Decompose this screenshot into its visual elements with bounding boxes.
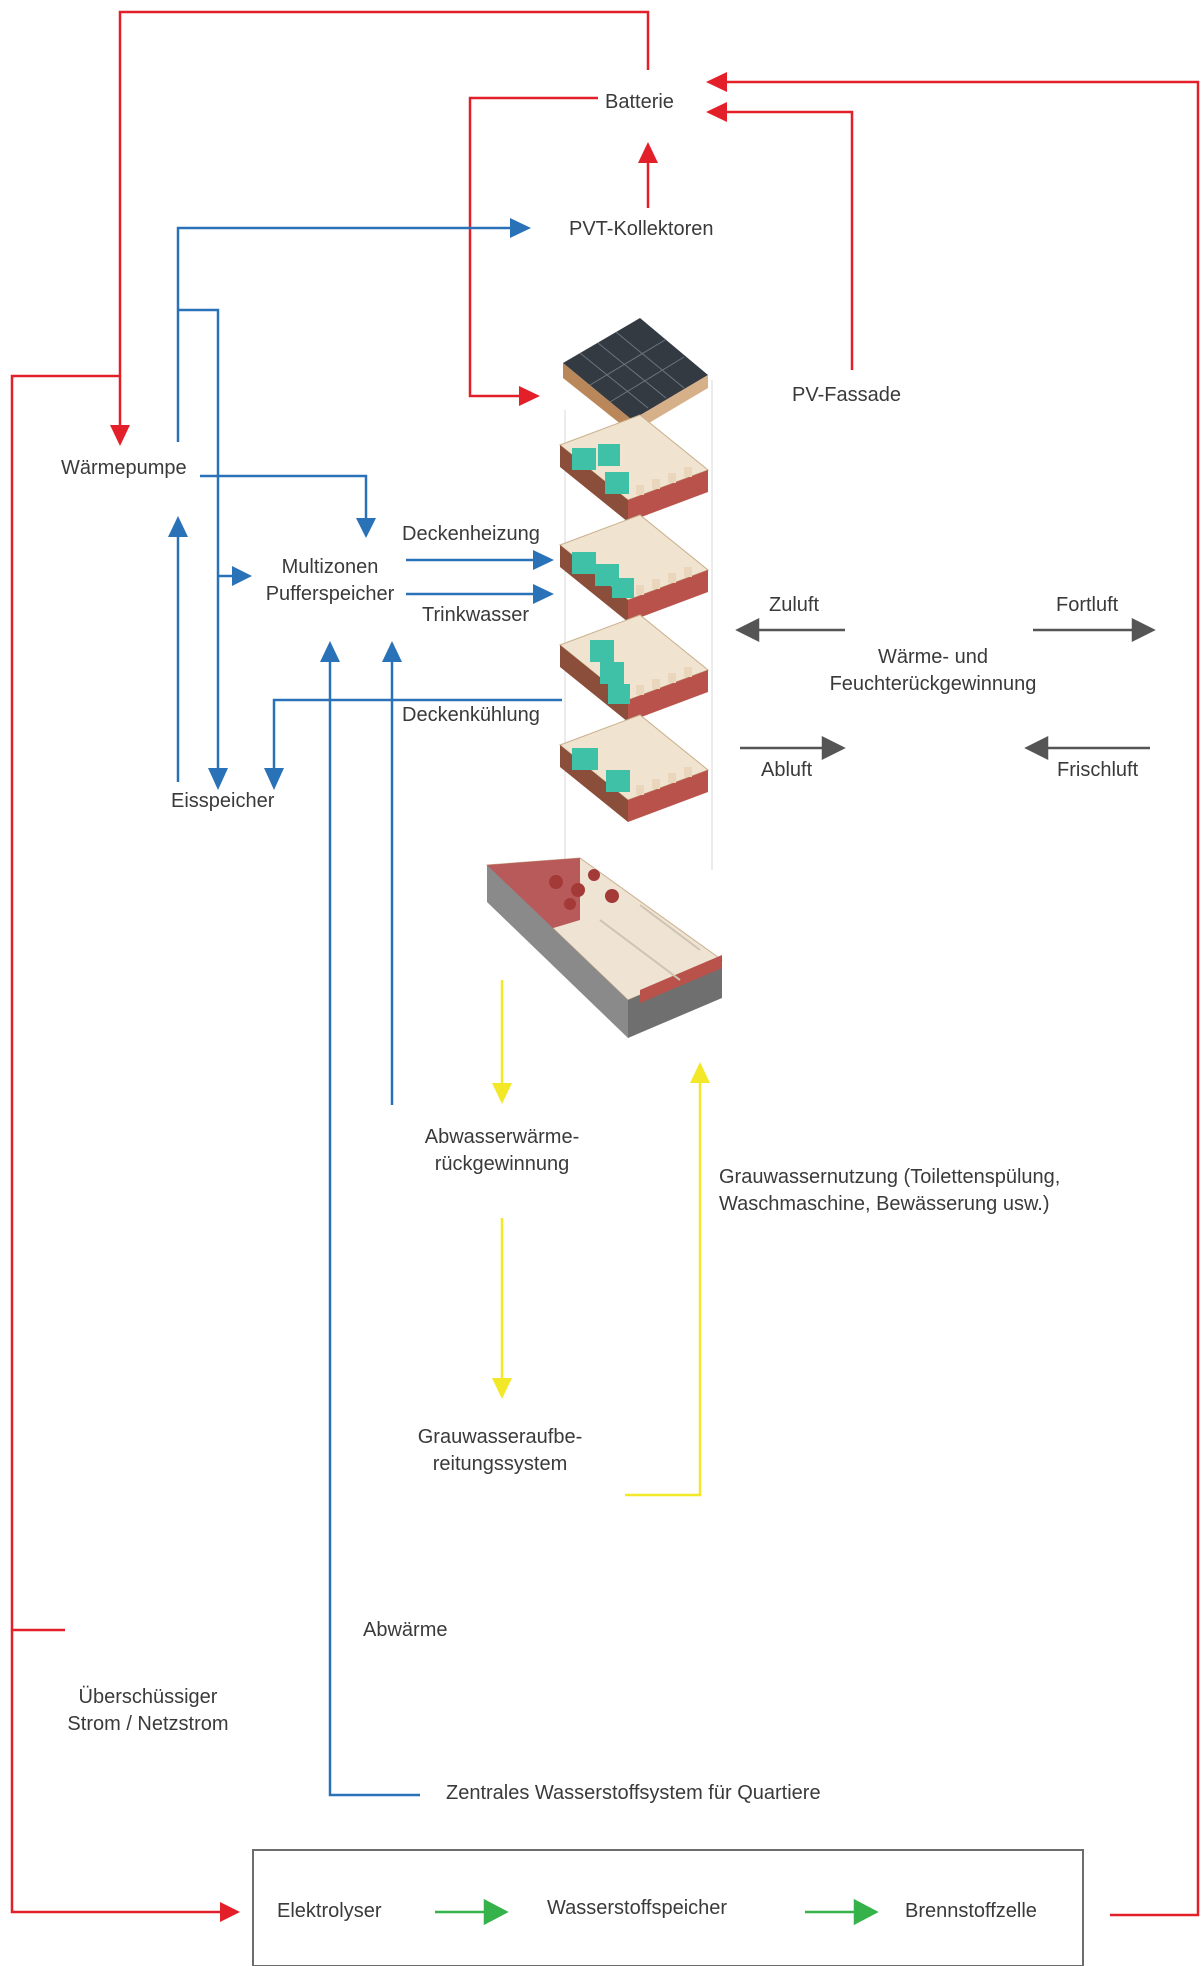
grau-nutz-line-1: Grauwassernutzung (Toilettenspülung, xyxy=(719,1166,1061,1188)
arrow-head-icon xyxy=(168,516,188,537)
grau-aufb-line-1: Grauwasseraufbe- xyxy=(417,1426,583,1448)
waerme-feuchte-rueckgewinnung-label: Wärme- und Feuchterückgewinnung xyxy=(800,644,1066,698)
arrow-head-icon xyxy=(208,768,228,790)
multizonen-line-1: Multizonen xyxy=(281,556,379,578)
floor-level-1 xyxy=(559,714,709,822)
ground-floor xyxy=(485,857,724,1038)
arrow-head-icon xyxy=(492,1083,512,1104)
waermepumpe-label: Wärmepumpe xyxy=(61,457,187,479)
hydrogen-flow-arrows xyxy=(435,1898,879,1926)
arrow-head-icon xyxy=(232,566,252,586)
arrow-head-icon xyxy=(690,1062,710,1083)
zentral-to-puffer-line xyxy=(328,660,420,1797)
pv-fassade-label: PV-Fassade xyxy=(792,384,901,406)
water-arrowheads xyxy=(492,1062,710,1399)
ueberschuss-line-2: Strom / Netzstrom xyxy=(67,1713,229,1735)
arrow-head-icon xyxy=(483,1898,509,1926)
heat-arrowheads xyxy=(168,218,554,790)
abwaerme-label: Abwärme xyxy=(363,1619,448,1641)
wrg-line-1: Wärme- und xyxy=(877,646,989,668)
grau-nutz-line-2: Waschmaschine, Bewässerung usw.) xyxy=(719,1193,1050,1215)
floor-level-3 xyxy=(559,514,709,622)
batterie-label: Batterie xyxy=(605,91,674,113)
brennstoffzelle-label: Brennstoffzelle xyxy=(905,1900,1037,1922)
deckenkuehlung-line xyxy=(272,698,562,770)
arrow-head-icon xyxy=(264,768,284,790)
water-flow-lines xyxy=(500,980,702,1497)
grauwassernutzung-label: Grauwassernutzung (Toilettenspülung, Was… xyxy=(719,1164,1060,1218)
abluft-label: Abluft xyxy=(761,759,813,781)
deckenkuehlung-label: Deckenkühlung xyxy=(402,704,540,726)
roof-with-solar-panels xyxy=(563,318,708,433)
arrow-head-icon xyxy=(492,1378,512,1399)
building-axonometric-illustration xyxy=(485,318,724,1038)
abwasser-line-2: rückgewinnung xyxy=(434,1153,570,1175)
arrow-head-icon xyxy=(533,584,554,604)
frischluft-label: Frischluft xyxy=(1057,759,1139,781)
grau-to-building-line xyxy=(625,1080,702,1497)
floor-level-4 xyxy=(559,414,709,522)
floor-level-2 xyxy=(559,614,709,722)
grid-line-left xyxy=(10,374,120,1632)
arrow-head-icon xyxy=(638,142,658,163)
arrow-head-icon xyxy=(821,735,846,761)
wasserstoffspeicher-label: Wasserstoffspeicher xyxy=(547,1897,728,1919)
arrow-head-icon xyxy=(510,218,531,238)
deckenheizung-label: Deckenheizung xyxy=(402,523,540,545)
arrow-head-icon xyxy=(1024,735,1049,761)
elektrolyser-label: Elektrolyser xyxy=(277,1900,382,1922)
batterie-to-roof-line xyxy=(468,96,598,398)
arrow-head-icon xyxy=(382,641,402,662)
hydrogen-system-box xyxy=(252,1849,1084,1966)
abwasser-line-1: Abwasserwärme- xyxy=(424,1126,580,1148)
grau-aufb-line-2: reitungssystem xyxy=(432,1453,568,1475)
arrow-head-icon xyxy=(1131,617,1156,643)
zuluft-label: Zuluft xyxy=(769,594,820,616)
abwasserwaerme-label: Abwasserwärme- rückgewinnung xyxy=(402,1124,602,1178)
air-flow-arrows xyxy=(735,617,1156,761)
ueberschuss-line-1: Überschüssiger xyxy=(78,1686,218,1708)
brennstoffzelle-to-batterie-line xyxy=(720,80,1200,1917)
arrow-head-icon xyxy=(853,1898,879,1926)
arrow-head-icon xyxy=(533,550,554,570)
ueberschuessiger-strom-label: Überschüssiger Strom / Netzstrom xyxy=(48,1684,248,1738)
zentrales-wasserstoffsystem-label: Zentrales Wasserstoffsystem für Quartier… xyxy=(446,1782,821,1804)
arrow-head-icon xyxy=(220,1902,240,1922)
waermepumpe-to-pvt-line xyxy=(176,226,512,442)
fortluft-label: Fortluft xyxy=(1056,594,1119,616)
electric-arrowheads xyxy=(110,72,727,1922)
arrow-head-icon xyxy=(110,425,130,446)
electric-flow-lines xyxy=(10,10,1200,1917)
multizonen-pufferspeicher-label: Multizonen Pufferspeicher xyxy=(250,554,410,608)
arrow-head-icon xyxy=(735,617,760,643)
pv-fassade-to-batterie-line xyxy=(720,110,854,370)
arrow-head-icon xyxy=(706,72,727,92)
waermepumpe-to-eisspeicher-line xyxy=(178,308,220,770)
arrow-head-icon xyxy=(320,641,340,662)
arrow-head-icon xyxy=(706,102,727,122)
arrow-head-icon xyxy=(356,518,376,538)
batterie-to-waermepumpe-line xyxy=(118,10,650,425)
trinkwasser-label: Trinkwasser xyxy=(422,604,530,626)
eisspeicher-label: Eisspeicher xyxy=(171,790,275,812)
wrg-line-2: Feuchterückgewinnung xyxy=(829,673,1037,695)
waermepumpe-to-puffer-line xyxy=(200,474,368,520)
arrow-head-icon xyxy=(519,386,540,406)
grauwasseraufbereitung-label: Grauwasseraufbe- reitungssystem xyxy=(400,1424,600,1478)
multizonen-line-2: Pufferspeicher xyxy=(265,583,395,605)
grid-to-elektrolyser-line xyxy=(10,1630,225,1914)
heat-flow-lines xyxy=(176,226,562,1797)
pvt-kollektoren-label: PVT-Kollektoren xyxy=(569,218,714,240)
